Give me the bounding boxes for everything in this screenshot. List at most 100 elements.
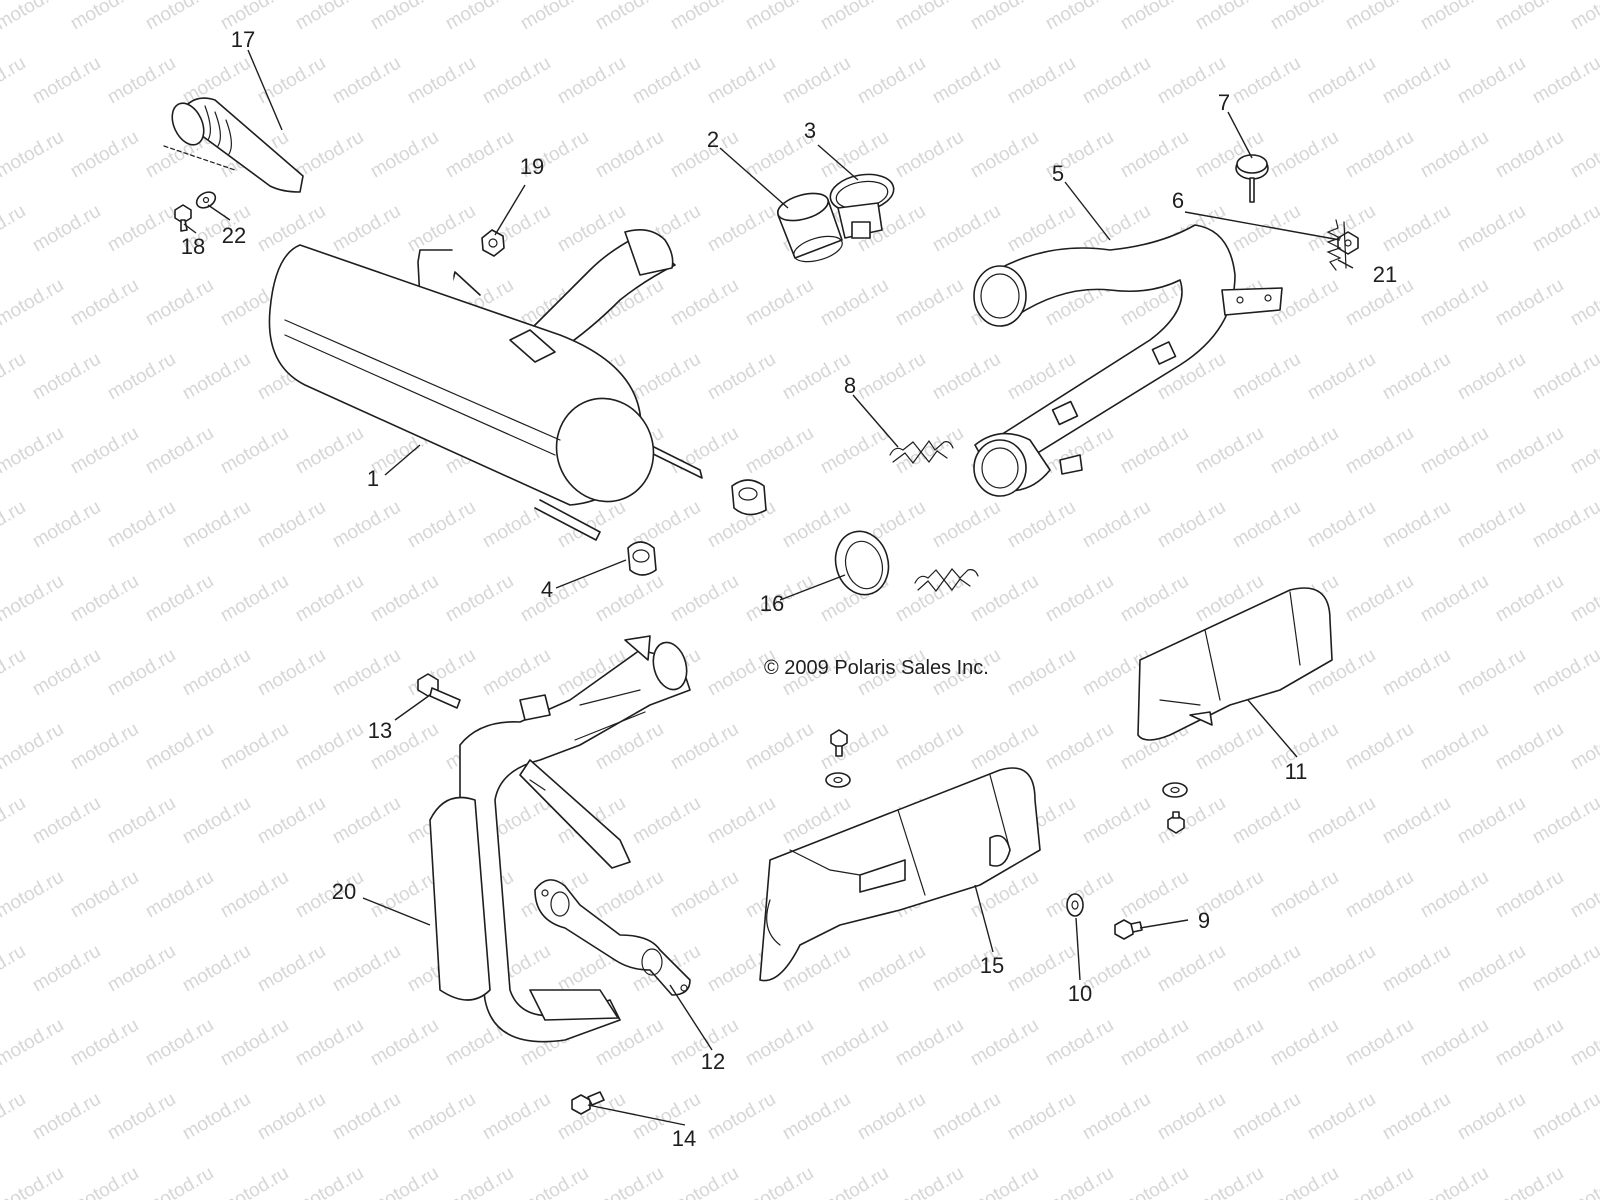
watermark-text: motod.ru: [742, 1015, 817, 1071]
watermark-text: motod.ru: [1454, 53, 1529, 109]
nut-part-6: [1337, 231, 1359, 255]
watermark-text: motod.ru: [1492, 423, 1567, 479]
watermark-text: motod.ru: [1567, 0, 1600, 34]
watermark-text: motod.ru: [179, 53, 254, 109]
watermark-text: motod.ru: [179, 349, 254, 405]
clamp-part-3: [829, 173, 895, 239]
watermark-text: motod.ru: [742, 719, 817, 775]
watermark-text: motod.ru: [629, 793, 704, 849]
watermark-text: motod.ru: [1267, 127, 1342, 183]
watermark-text: motod.ru: [704, 349, 779, 405]
watermark-text: motod.ru: [142, 867, 217, 923]
watermark-text: motod.ru: [1567, 867, 1600, 923]
watermark-text: motod.ru: [329, 941, 404, 997]
watermark-text: motod.ru: [1417, 0, 1492, 34]
watermark-text: motod.ru: [104, 1089, 179, 1145]
head-pipe-part-5: [973, 224, 1283, 497]
part-label-1: 1: [367, 466, 379, 491]
watermark-text: motod.ru: [667, 0, 742, 34]
watermark-text: motod.ru: [329, 1089, 404, 1145]
watermark-text: motod.ru: [1342, 127, 1417, 183]
watermark-text: motod.ru: [1042, 719, 1117, 775]
part-label-17: 17: [231, 27, 255, 52]
watermark-text: motod.ru: [179, 645, 254, 701]
watermark-text: motod.ru: [367, 571, 442, 627]
watermark-text: motod.ru: [1417, 571, 1492, 627]
watermark-text: motod.ru: [67, 1163, 142, 1200]
watermark-text: motod.ru: [1304, 793, 1379, 849]
watermark-text: motod.ru: [854, 941, 929, 997]
watermark-text: motod.ru: [629, 53, 704, 109]
watermark-text: motod.ru: [592, 0, 667, 34]
watermark-text: motod.ru: [1454, 497, 1529, 553]
watermark-text: motod.ru: [1417, 1015, 1492, 1071]
watermark-text: motod.ru: [217, 867, 292, 923]
watermark-text: motod.ru: [667, 719, 742, 775]
washer-part-22: [195, 191, 217, 209]
watermark-text: motod.ru: [0, 0, 67, 34]
watermark-text: motod.ru: [1154, 497, 1229, 553]
heat-shield-part-15: [759, 767, 1041, 982]
watermark-text: motod.ru: [1417, 127, 1492, 183]
watermark-text: motod.ru: [254, 497, 329, 553]
watermark-text: motod.ru: [142, 1163, 217, 1200]
watermark-text: motod.ru: [1229, 793, 1304, 849]
watermark-text: motod.ru: [1342, 1015, 1417, 1071]
watermark-text: motod.ru: [854, 349, 929, 405]
watermark-text: motod.ru: [367, 127, 442, 183]
watermark-text: motod.ru: [667, 1163, 742, 1200]
watermark-text: motod.ru: [742, 275, 817, 331]
part-label-5: 5: [1052, 161, 1064, 186]
part-label-22: 22: [222, 223, 246, 248]
watermark-text: motod.ru: [442, 1163, 517, 1200]
watermark-text: motod.ru: [1192, 1015, 1267, 1071]
watermark-text: motod.ru: [929, 201, 1004, 257]
watermark-text: motod.ru: [1417, 719, 1492, 775]
watermark-text: motod.ru: [1342, 1163, 1417, 1200]
washer-extra-1: [825, 772, 851, 788]
watermark-text: motod.ru: [254, 645, 329, 701]
watermark-text: motod.ru: [217, 423, 292, 479]
watermark-text: motod.ru: [254, 793, 329, 849]
watermark-text: motod.ru: [104, 349, 179, 405]
watermark-text: motod.ru: [1379, 349, 1454, 405]
watermark-text: motod.ru: [29, 1089, 104, 1145]
watermark-text: motod.ru: [1379, 793, 1454, 849]
watermark-text: motod.ru: [929, 349, 1004, 405]
watermark-text: motod.ru: [817, 0, 892, 34]
watermark-text: motod.ru: [404, 53, 479, 109]
part-label-16: 16: [760, 591, 784, 616]
watermark-text: motod.ru: [404, 201, 479, 257]
bolt-extra-1: [830, 729, 848, 757]
spark-arrestor-part-17: [163, 97, 304, 193]
watermark-text: motod.ru: [404, 1089, 479, 1145]
watermark-text: motod.ru: [67, 127, 142, 183]
part-label-19: 19: [520, 154, 544, 179]
watermark-text: motod.ru: [1454, 201, 1529, 257]
watermark-text: motod.ru: [217, 1163, 292, 1200]
watermark-text: motod.ru: [704, 201, 779, 257]
watermark-text: motod.ru: [1492, 719, 1567, 775]
watermark-text: motod.ru: [0, 349, 29, 405]
bolt-extra-2: [1167, 811, 1185, 834]
watermark-text: motod.ru: [1042, 1163, 1117, 1200]
watermark-text: motod.ru: [779, 1089, 854, 1145]
part-label-12: 12: [701, 1049, 725, 1074]
watermark-text: motod.ru: [1492, 127, 1567, 183]
watermark-text: motod.ru: [742, 0, 817, 34]
watermark-text: motod.ru: [142, 571, 217, 627]
watermark-text: motod.ru: [1304, 349, 1379, 405]
watermark-text: motod.ru: [29, 201, 104, 257]
part-label-6: 6: [1172, 188, 1184, 213]
watermark-text: motod.ru: [704, 1089, 779, 1145]
watermark-text: motod.ru: [1567, 423, 1600, 479]
watermark-text: motod.ru: [67, 1015, 142, 1071]
watermark-text: motod.ru: [1492, 275, 1567, 331]
part-label-14: 14: [672, 1126, 696, 1151]
watermark-text: motod.ru: [967, 0, 1042, 34]
watermark-text: motod.ru: [892, 719, 967, 775]
watermark-text: motod.ru: [892, 275, 967, 331]
part-label-9: 9: [1198, 908, 1210, 933]
watermark-text: motod.ru: [1117, 1015, 1192, 1071]
watermark-text: motod.ru: [292, 571, 367, 627]
